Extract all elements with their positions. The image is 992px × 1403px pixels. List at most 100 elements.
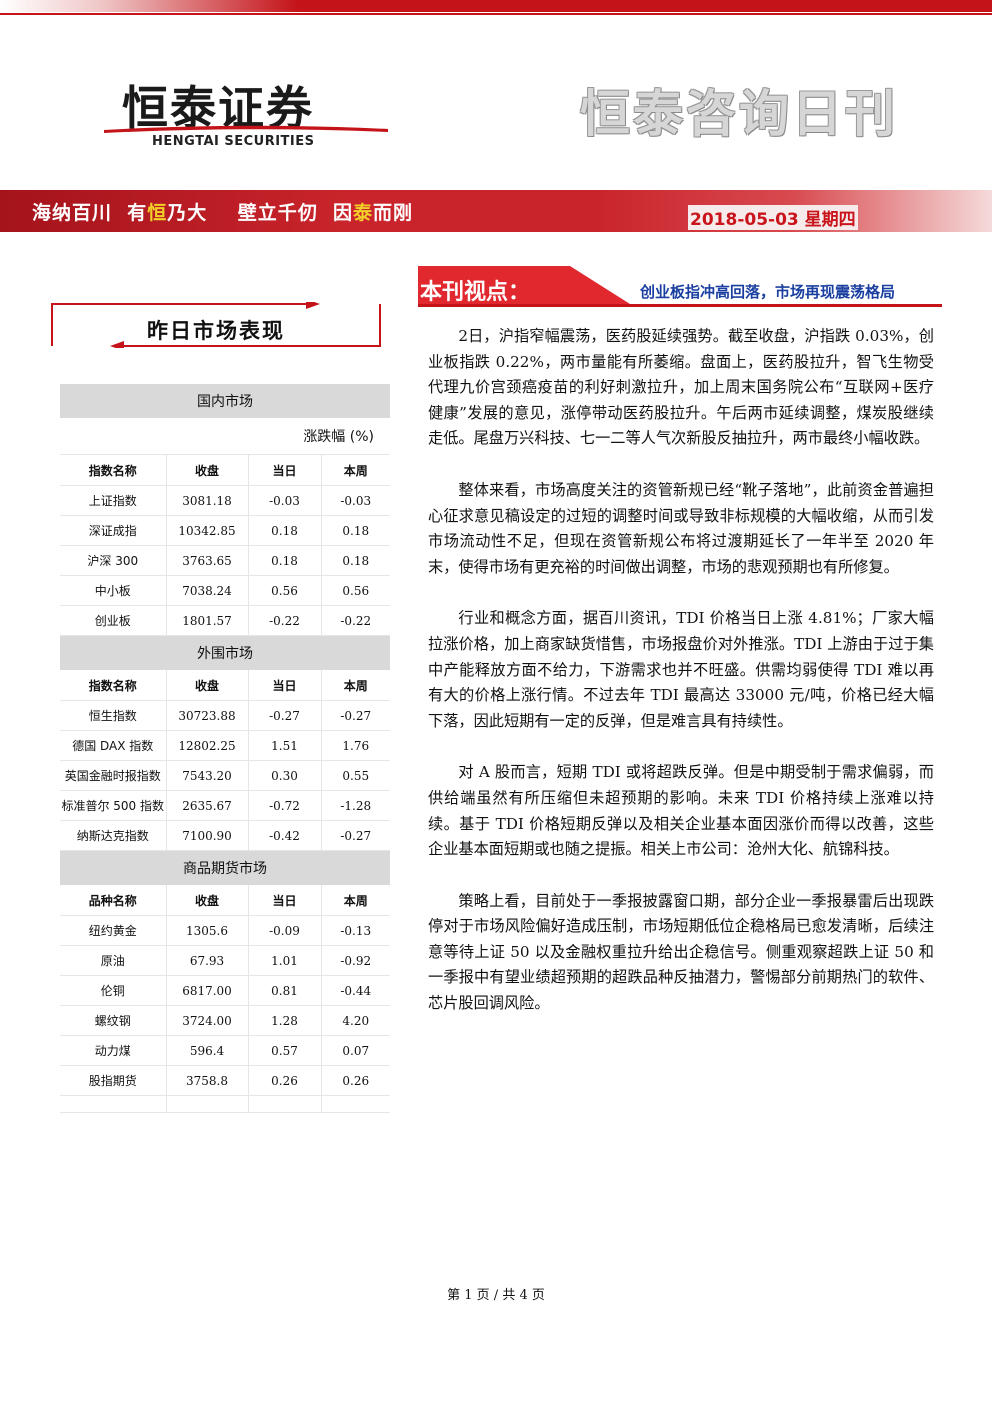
article-paragraph: 2日，沪指窄幅震荡，医药股延续强势。截至收盘，沪指跌 0.03%，创业板指跌 0… <box>428 327 934 448</box>
empty-cell <box>321 1095 390 1113</box>
row-name: 纽约黄金 <box>60 915 167 946</box>
column-header: 当日 <box>248 670 322 701</box>
row-value: 0.55 <box>321 760 390 791</box>
row-value: -0.13 <box>321 915 390 946</box>
market-title-frame-icon <box>51 302 381 348</box>
row-value: 596.4 <box>166 1035 249 1066</box>
row-value: 0.18 <box>321 545 390 576</box>
row-value: -0.72 <box>248 790 322 821</box>
table-row <box>60 1095 390 1113</box>
row-value: 4.20 <box>321 1005 390 1036</box>
row-name: 创业板 <box>60 605 167 636</box>
market-section-title: 昨日市场表现 <box>147 318 285 343</box>
column-header-row: 品种名称收盘当日本周 <box>60 885 390 916</box>
empty-cell <box>166 1095 249 1113</box>
company-logo-subtitle: HENGTAI SECURITIES <box>152 134 315 149</box>
unit-label: 涨跌幅 (%) <box>60 418 390 455</box>
row-name: 英国金融时报指数 <box>60 760 167 791</box>
row-name: 伦铜 <box>60 975 167 1006</box>
viewpoint-tab-icon <box>418 266 630 304</box>
row-value: 0.07 <box>321 1035 390 1066</box>
market-section-header: 商品期货市场 <box>60 850 390 885</box>
column-header: 指数名称 <box>60 454 167 486</box>
column-header-row: 指数名称收盘当日本周 <box>60 454 390 486</box>
row-value: 0.18 <box>321 515 390 546</box>
article-body: 2日，沪指窄幅震荡，医药股延续强势。截至收盘，沪指跌 0.03%，创业板指跌 0… <box>428 324 934 1043</box>
market-section-header: 外围市场 <box>60 635 390 670</box>
row-name: 中小板 <box>60 575 167 606</box>
article-paragraph: 整体来看，市场高度关注的资管新规已经“靴子落地”，此前资金普遍担心征求意见稿设定… <box>428 480 934 576</box>
row-value: 0.81 <box>248 975 322 1006</box>
row-name: 恒生指数 <box>60 700 167 731</box>
row-value: -0.03 <box>248 485 322 516</box>
column-header: 本周 <box>321 454 390 486</box>
section-name: 外围市场 <box>60 635 390 670</box>
unit-row: 涨跌幅 (%) <box>60 418 390 455</box>
row-name: 德国 DAX 指数 <box>60 730 167 761</box>
row-value: 30723.88 <box>166 700 249 731</box>
journal-title: 恒泰咨询日刊 <box>580 85 898 143</box>
row-name: 上证指数 <box>60 485 167 516</box>
row-value: -1.28 <box>321 790 390 821</box>
row-value: 12802.25 <box>166 730 249 761</box>
row-name: 原油 <box>60 945 167 976</box>
row-value: 3763.65 <box>166 545 249 576</box>
row-value: 7100.90 <box>166 820 249 851</box>
column-header: 收盘 <box>166 885 249 916</box>
article-paragraph: 行业和概念方面，据百川资讯，TDI 价格当日上涨 4.81%；厂家大幅拉涨价格，… <box>428 609 934 730</box>
row-value: 1.76 <box>321 730 390 761</box>
row-value: 0.18 <box>248 515 322 546</box>
issue-date: 2018-05-03 星期四 <box>688 205 858 230</box>
row-name: 股指期货 <box>60 1065 167 1096</box>
row-value: 3724.00 <box>166 1005 249 1036</box>
row-name: 动力煤 <box>60 1035 167 1066</box>
row-value: 0.18 <box>248 545 322 576</box>
row-value: -0.22 <box>248 605 322 636</box>
empty-cell <box>60 1095 167 1113</box>
row-value: 3081.18 <box>166 485 249 516</box>
row-value: -0.09 <box>248 915 322 946</box>
row-value: 0.57 <box>248 1035 322 1066</box>
row-value: 6817.00 <box>166 975 249 1006</box>
column-header: 收盘 <box>166 670 249 701</box>
article-paragraph: 对 A 股而言，短期 TDI 或将超跌反弹。但是中期受制于需求偏弱，而供给端虽然… <box>428 763 934 859</box>
row-value: 1801.57 <box>166 605 249 636</box>
column-header: 本周 <box>321 885 390 916</box>
viewpoint-headline: 创业板指冲高回落，市场再现震荡格局 <box>640 283 896 301</box>
row-value: 1.01 <box>248 945 322 976</box>
row-value: 0.30 <box>248 760 322 791</box>
row-value: -0.44 <box>321 975 390 1006</box>
column-header: 品种名称 <box>60 885 167 916</box>
row-value: 3758.8 <box>166 1065 249 1096</box>
row-value: 10342.85 <box>166 515 249 546</box>
section-name: 商品期货市场 <box>60 850 390 885</box>
row-value: 1.28 <box>248 1005 322 1036</box>
row-value: -0.22 <box>321 605 390 636</box>
row-value: 2635.67 <box>166 790 249 821</box>
viewpoint-rule <box>418 304 942 307</box>
column-header: 当日 <box>248 885 322 916</box>
row-value: -0.03 <box>321 485 390 516</box>
row-name: 标准普尔 500 指数 <box>60 790 167 821</box>
row-name: 沪深 300 <box>60 545 167 576</box>
row-value: -0.27 <box>248 700 322 731</box>
row-value: 67.93 <box>166 945 249 976</box>
column-header-row: 指数名称收盘当日本周 <box>60 670 390 701</box>
row-value: 0.56 <box>248 575 322 606</box>
row-value: 1.51 <box>248 730 322 761</box>
motto: 海纳百川 有恒乃大 壁立千仞 因泰而刚 <box>32 202 413 224</box>
row-value: -0.27 <box>321 820 390 851</box>
